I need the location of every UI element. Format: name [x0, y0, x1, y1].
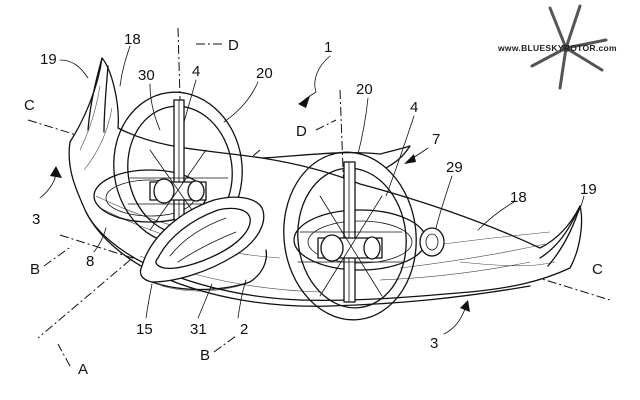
label-hooks	[43, 43, 337, 367]
ref-1: 1	[324, 39, 332, 56]
ref-7: 7	[432, 131, 440, 148]
axis-a-line	[37, 149, 261, 339]
indicator-arrows	[39, 55, 470, 335]
arrow-3-right	[443, 305, 467, 335]
axis-label-b-left: B	[30, 261, 40, 278]
ref-3-right: 3	[430, 335, 438, 352]
wing-lower-edge	[85, 211, 531, 307]
ref-30: 30	[138, 67, 155, 84]
cockpit-lower-fairing	[151, 249, 268, 291]
axis-labels: A B B C C D D	[24, 37, 603, 378]
watermark-logo: www.BLUESKYROTOR.com	[497, 4, 617, 90]
ref-15: 15	[136, 321, 153, 338]
right-ring-outer	[283, 151, 417, 321]
left-winglet-edge	[87, 57, 103, 131]
left-winglet-inner	[103, 65, 109, 133]
right-winglet-inner	[539, 211, 578, 259]
axis-label-a: A	[78, 361, 88, 378]
ref-19-right: 19	[580, 181, 597, 198]
ref-4-left: 4	[192, 63, 200, 80]
ref-8: 8	[86, 253, 94, 270]
axis-label-d-right: D	[296, 123, 307, 140]
axis-label-c-left: C	[24, 97, 35, 114]
ref-19-left: 19	[40, 51, 57, 68]
ref-18-right: 18	[510, 189, 527, 206]
cockpit-canopy	[155, 207, 251, 270]
left-motor-end	[153, 178, 175, 204]
ref-20-left: 20	[256, 65, 273, 82]
axis-label-b-bottom: B	[200, 347, 210, 364]
axis-d-left-line	[177, 27, 183, 169]
ref-31: 31	[190, 321, 207, 338]
ref-29: 29	[446, 159, 463, 176]
leader-lines	[59, 45, 585, 319]
reference-numerals: 1 2 3 3 4 4 7 8 15 18 18 19 19 20 20 29 …	[32, 31, 597, 352]
axis-label-c-right: C	[592, 261, 603, 278]
ref-3-left: 3	[32, 211, 40, 228]
watermark-text: www.BLUESKYROTOR.com	[497, 43, 617, 53]
axis-label-d-left: D	[228, 37, 239, 54]
rotor-logo-icon	[530, 4, 608, 90]
right-motor-end	[320, 234, 344, 262]
right-motor-pod	[419, 227, 445, 257]
ref-18-left: 18	[124, 31, 141, 48]
ref-2: 2	[240, 321, 248, 338]
arrow-1	[301, 55, 331, 103]
ref-4-right: 4	[410, 99, 418, 116]
ref-20-right: 20	[356, 81, 373, 98]
cockpit	[139, 196, 268, 292]
right-rotor-ring	[283, 151, 445, 321]
